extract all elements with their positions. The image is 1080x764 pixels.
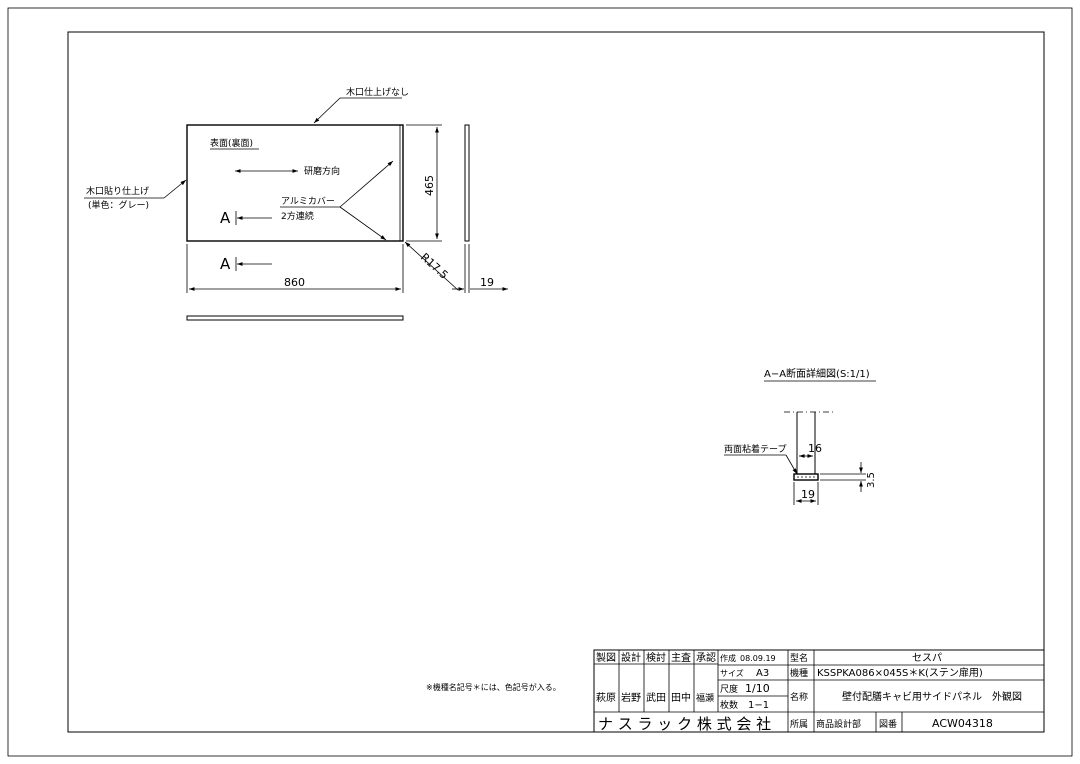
detail-title: A−A断面詳細図(S:1/1) <box>764 367 870 380</box>
role-reviewer: 検討 <box>646 651 666 664</box>
detail-tape-label: 両面粘着テープ <box>724 443 786 455</box>
drawing-frame <box>67 31 1045 733</box>
name-approver: 福瀬 <box>696 692 714 704</box>
scale-label: 尺度 <box>720 683 738 695</box>
created-label: 作成 <box>720 653 736 663</box>
drawing-no-label: 図番 <box>879 718 897 730</box>
title-block <box>593 649 1045 733</box>
name-value: 壁付配膳キャビ用サイドパネル 外観図 <box>842 690 1022 703</box>
size-value: A3 <box>756 668 769 679</box>
name-label: 名称 <box>790 691 808 703</box>
model-label: 型名 <box>790 652 808 664</box>
name-reviewer: 武田 <box>646 691 666 704</box>
type-label: 機種 <box>790 667 808 679</box>
role-approver: 承認 <box>696 651 716 664</box>
panel-front-view <box>186 124 404 242</box>
size-label: サイズ <box>720 668 744 678</box>
panel-bottom-view <box>186 315 404 321</box>
type-value: KSSPKA086×045S＊K(ステン扉用) <box>817 666 983 679</box>
detail-dim-inner: 16 <box>808 442 822 455</box>
edge-note-left-2: (単色：グレー) <box>88 199 149 211</box>
detail-cover-profile <box>793 473 819 481</box>
name-drafter: 萩原 <box>596 692 616 704</box>
model-value: セスパ <box>912 652 942 664</box>
sheet-outer-border <box>7 7 1073 757</box>
cover-label-1: アルミカバー <box>281 196 335 207</box>
dim-radius: R17.5 <box>418 251 451 282</box>
company-name: ナ ス ラ ッ ク 株 式 会 社 <box>598 715 771 733</box>
dept-label: 所属 <box>790 719 808 730</box>
sheets-label: 枚数 <box>720 699 738 711</box>
panel-side-view <box>464 124 470 242</box>
role-designer: 設計 <box>621 651 641 664</box>
scale-value: 1/10 <box>745 682 770 695</box>
section-mark-a-upper: A <box>220 209 231 227</box>
dim-thickness: 19 <box>480 276 494 289</box>
dim-height: 465 <box>423 175 436 196</box>
surface-label: 表面(裏面) <box>210 137 253 149</box>
name-designer: 岩野 <box>621 691 641 704</box>
section-mark-a-lower: A <box>220 255 231 273</box>
dim-width: 860 <box>284 276 305 289</box>
footnote: ※機種名記号＊には、色記号が入る。 <box>426 682 561 692</box>
detail-dim-gap: 3.5 <box>866 472 877 488</box>
role-drafter: 製図 <box>596 651 616 664</box>
name-chief: 田中 <box>671 691 691 704</box>
edge-note-left-1: 木口貼り仕上げ <box>86 185 149 197</box>
detail-dim-outer: 19 <box>801 488 815 501</box>
sheets-value: 1−1 <box>748 700 769 711</box>
cover-label-2: 2方連続 <box>281 210 314 222</box>
created-date: 08.09.19 <box>740 654 776 663</box>
role-chief: 主査 <box>671 651 691 664</box>
dept-value: 商品設計部 <box>816 718 861 730</box>
edge-note-top: 木口仕上げなし <box>346 86 409 98</box>
drawing-no-value: ACW04318 <box>932 717 993 730</box>
grain-label: 研磨方向 <box>304 165 340 177</box>
